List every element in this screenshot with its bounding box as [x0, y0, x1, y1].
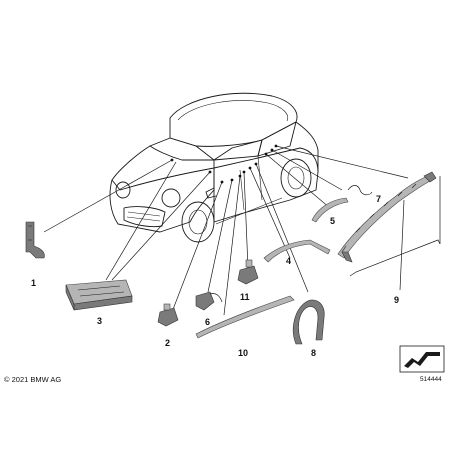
part-8-seal — [293, 299, 325, 345]
reference-icon — [399, 345, 445, 373]
part-4-rail — [263, 239, 331, 263]
label-9: 9 — [394, 295, 399, 305]
label-2: 2 — [165, 338, 170, 348]
label-6: 6 — [205, 317, 210, 327]
label-8: 8 — [311, 348, 316, 358]
label-4: 4 — [286, 256, 291, 266]
copyright-text: © 2021 BMW AG — [4, 375, 61, 384]
label-7: 7 — [376, 194, 381, 204]
label-10: 10 — [238, 348, 248, 358]
reference-number: 514444 — [420, 376, 442, 383]
label-5: 5 — [330, 216, 335, 226]
part-numbers: 1 2 3 4 5 6 7 8 9 10 11 — [31, 194, 399, 358]
part-2-side-sensor — [157, 303, 179, 327]
part-7-hook — [347, 185, 373, 196]
label-11: 11 — [240, 292, 250, 302]
part-11-sensor — [237, 259, 259, 285]
part-9-curtain-airbag — [337, 171, 441, 291]
part-5-bracket — [311, 197, 349, 223]
part-10-strip — [195, 295, 295, 339]
car-illustration — [109, 92, 319, 243]
leader-lines — [43, 144, 409, 316]
label-3: 3 — [97, 316, 102, 326]
label-1: 1 — [31, 278, 36, 288]
part-3-airbag-control-unit — [65, 279, 133, 311]
part-6-sensor — [195, 291, 223, 311]
part-1-front-crash-sensor — [25, 221, 45, 259]
